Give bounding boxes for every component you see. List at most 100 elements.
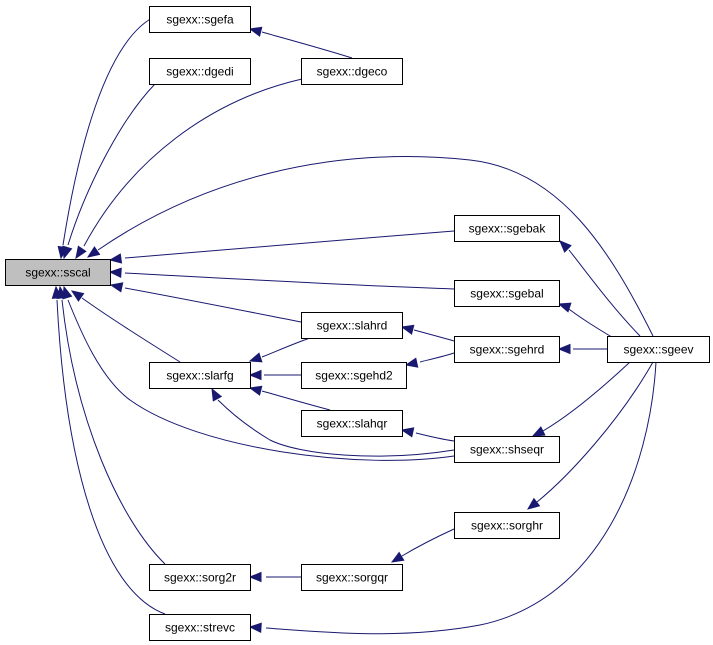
- arrowhead: [404, 357, 419, 368]
- edge-line: [419, 352, 455, 363]
- node-box[interactable]: [149, 58, 251, 85]
- node-box[interactable]: [454, 336, 560, 363]
- node-slarfg[interactable]: sgexx::slarfg: [149, 362, 251, 389]
- arrowhead: [531, 426, 546, 437]
- edge-line: [261, 390, 331, 411]
- node-sgeev[interactable]: sgexx::sgeev: [607, 336, 710, 363]
- edge-sgeev-to-sscal: [86, 156, 654, 337]
- node-sorgqr[interactable]: sgexx::sorgqr: [301, 564, 403, 591]
- edge-line: [67, 83, 156, 246]
- edge-line: [217, 399, 455, 457]
- node-box[interactable]: [149, 362, 251, 389]
- node-box[interactable]: [301, 362, 407, 389]
- arrowhead: [75, 245, 87, 260]
- arrowhead: [400, 427, 415, 438]
- edge-sgehrd-to-sgehd2: [404, 352, 455, 368]
- node-box[interactable]: [454, 280, 560, 307]
- edge-dgedi-to-sscal: [62, 83, 156, 260]
- node-label: sgexx::sgehd2: [315, 369, 393, 383]
- edge-strevc-to-sscal: [51, 285, 166, 615]
- edge-slahrd-to-sscal: [109, 282, 302, 323]
- node-dgeco[interactable]: sgexx::dgeco: [301, 58, 403, 85]
- node-label: sgexx::sorghr: [471, 519, 543, 533]
- edge-sorghr-to-sorgqr: [390, 528, 455, 563]
- node-slahqr[interactable]: sgexx::slahqr: [301, 410, 403, 437]
- node-box[interactable]: [454, 512, 560, 539]
- edge-sorg2r-to-sscal: [56, 285, 166, 565]
- node-box[interactable]: [454, 436, 560, 463]
- arrowhead: [526, 497, 541, 510]
- arrowhead: [62, 245, 73, 260]
- node-label: sgexx::sgebal: [470, 287, 543, 301]
- node-sgefa[interactable]: sgexx::sgefa: [149, 6, 251, 33]
- node-shseqr[interactable]: sgexx::shseqr: [454, 436, 560, 463]
- node-strevc[interactable]: sgexx::strevc: [149, 614, 251, 641]
- node-label: sgexx::sgeev: [623, 343, 693, 357]
- node-label: sgexx::slahqr: [317, 417, 388, 431]
- node-box[interactable]: [301, 410, 403, 437]
- node-sscal[interactable]: sgexx::sscal: [5, 259, 111, 286]
- node-dgedi[interactable]: sgexx::dgedi: [149, 58, 251, 85]
- edge-sgehrd-to-slahrd: [400, 324, 455, 342]
- edge-line: [124, 272, 455, 290]
- node-sorghr[interactable]: sgexx::sorghr: [454, 512, 560, 539]
- edge-line: [542, 361, 631, 432]
- arrowhead: [248, 369, 262, 381]
- node-box[interactable]: [607, 336, 710, 363]
- edge-shseqr-to-slahqr: [400, 427, 455, 442]
- edge-sgeev-to-shseqr: [531, 361, 631, 437]
- edge-sorgqr-to-sorg2r: [248, 571, 301, 583]
- edge-line: [415, 432, 455, 442]
- node-sgehrd[interactable]: sgexx::sgehrd: [454, 336, 560, 363]
- edge-sgebak-to-sscal: [108, 230, 455, 264]
- node-box[interactable]: [454, 215, 560, 242]
- edge-slarfg-to-sscal: [70, 290, 181, 363]
- arrowhead: [248, 26, 263, 37]
- arrowhead: [86, 246, 101, 258]
- edge-line: [62, 17, 153, 246]
- arrowhead: [390, 551, 405, 563]
- node-box[interactable]: [301, 58, 403, 85]
- edge-line: [97, 156, 654, 337]
- node-box[interactable]: [149, 564, 251, 591]
- arrowhead: [211, 387, 223, 402]
- arrowhead: [248, 385, 263, 396]
- node-sgebak[interactable]: sgexx::sgebak: [454, 215, 560, 242]
- edge-dgeco-to-sscal: [75, 78, 303, 260]
- node-label: sgexx::sorgqr: [316, 571, 388, 585]
- edge-line: [83, 78, 303, 247]
- node-box[interactable]: [149, 6, 251, 33]
- edge-line: [536, 361, 654, 503]
- node-sgebal[interactable]: sgexx::sgebal: [454, 280, 560, 307]
- edge-line: [56, 299, 166, 615]
- edge-line: [413, 329, 455, 342]
- edge-line: [568, 249, 641, 337]
- node-box[interactable]: [149, 614, 251, 641]
- node-box[interactable]: [301, 564, 403, 591]
- edge-sgeev-to-sorghr: [526, 361, 654, 510]
- edge-slahqr-to-slarfg: [248, 385, 331, 411]
- node-box[interactable]: [5, 259, 111, 286]
- edge-shseqr-to-slarfg: [211, 387, 455, 457]
- edge-slahrd-to-slarfg: [248, 337, 311, 363]
- edge-line: [265, 361, 657, 635]
- node-label: sgexx::shseqr: [470, 443, 544, 457]
- node-label: sgexx::sgebak: [469, 222, 547, 236]
- edge-line: [124, 230, 455, 259]
- node-label: sgexx::sgefa: [166, 13, 234, 27]
- edge-line: [261, 31, 353, 59]
- edges-layer: [51, 17, 657, 635]
- node-slahrd[interactable]: sgexx::slahrd: [301, 312, 403, 339]
- arrowhead: [108, 267, 122, 278]
- edge-line: [67, 299, 455, 461]
- edge-line: [81, 297, 181, 363]
- node-box[interactable]: [301, 312, 403, 339]
- node-label: sgexx::slarfg: [166, 369, 233, 383]
- node-sorg2r[interactable]: sgexx::sorg2r: [149, 564, 251, 591]
- arrowhead: [51, 285, 63, 299]
- edge-sgeev-to-sgebak: [559, 240, 641, 337]
- node-sgehd2[interactable]: sgexx::sgehd2: [301, 362, 407, 389]
- edge-line: [261, 337, 311, 358]
